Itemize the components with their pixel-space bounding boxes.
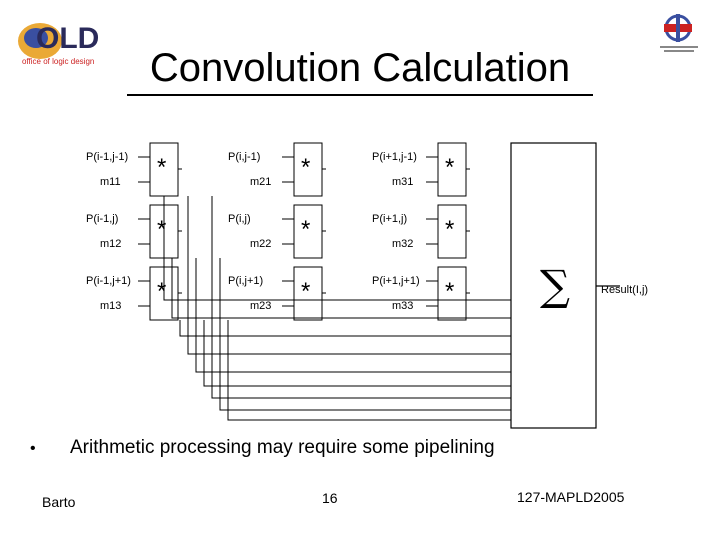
multiplier-blocks: * * * * * * * * * — [138, 142, 467, 321]
pixel-label: P(i-1,j+1) — [86, 275, 131, 287]
sum-symbol: ∑ — [540, 261, 570, 310]
multiplier-box — [293, 142, 323, 197]
sum-block — [510, 142, 597, 429]
slide-title: Convolution Calculation — [149, 46, 571, 90]
svg-text:OLD: OLD — [36, 22, 99, 55]
pixel-label: P(i,j) — [228, 213, 251, 225]
multiplier-box — [437, 204, 467, 259]
pixel-label: P(i-1,j) — [86, 213, 118, 225]
bullet-marker: • — [30, 440, 36, 457]
multiply-symbol: * — [157, 216, 166, 243]
feed-line — [195, 258, 511, 373]
weight-label: m11 — [100, 176, 121, 188]
output-label: Result(I,j) — [601, 284, 648, 296]
multiply-symbol: * — [157, 278, 166, 305]
feed-line — [163, 196, 511, 301]
nasa-emblem — [660, 14, 698, 52]
svg-text:office of logic design: office of logic design — [22, 57, 94, 66]
multiply-symbol: * — [445, 154, 454, 181]
bullet-text: Arithmetic processing may require some p… — [70, 437, 495, 458]
feed-line — [211, 196, 511, 399]
multiply-symbol: * — [445, 216, 454, 243]
pixel-label: P(i+1,j) — [372, 213, 407, 225]
weight-label: m21 — [250, 176, 271, 188]
pixel-label: P(i-1,j-1) — [86, 151, 128, 163]
multiply-symbol: * — [301, 154, 310, 181]
pixel-label: P(i,j-1) — [228, 151, 260, 163]
multiply-symbol: * — [301, 216, 310, 243]
feed-line — [171, 258, 511, 319]
feed-line — [187, 196, 511, 355]
multiplier-box — [293, 266, 323, 321]
multiplier-box — [293, 204, 323, 259]
footer-reference: 127-MAPLD2005 — [517, 489, 625, 505]
old-logo: OLD office of logic design — [18, 22, 99, 66]
pixel-label: P(i+1,j+1) — [372, 275, 420, 287]
pixel-label: P(i+1,j-1) — [372, 151, 417, 163]
title-underline — [127, 94, 593, 96]
weight-label: m13 — [100, 300, 121, 312]
feed-line — [179, 320, 511, 337]
weight-label: m33 — [392, 300, 413, 312]
feed-line — [219, 258, 511, 411]
weight-label: m22 — [250, 238, 271, 250]
feed-line — [227, 320, 511, 421]
multiply-symbol: * — [445, 278, 454, 305]
weight-label: m32 — [392, 238, 413, 250]
weight-label: m31 — [392, 176, 413, 188]
weight-label: m23 — [250, 300, 271, 312]
multiply-symbol: * — [301, 278, 310, 305]
feed-lines — [163, 168, 511, 421]
footer-author: Barto — [42, 494, 76, 510]
multiply-symbol: * — [157, 154, 166, 181]
pixel-label: P(i,j+1) — [228, 275, 263, 287]
weight-label: m12 — [100, 238, 121, 250]
footer-page-number: 16 — [322, 490, 338, 506]
feed-line — [203, 320, 511, 387]
